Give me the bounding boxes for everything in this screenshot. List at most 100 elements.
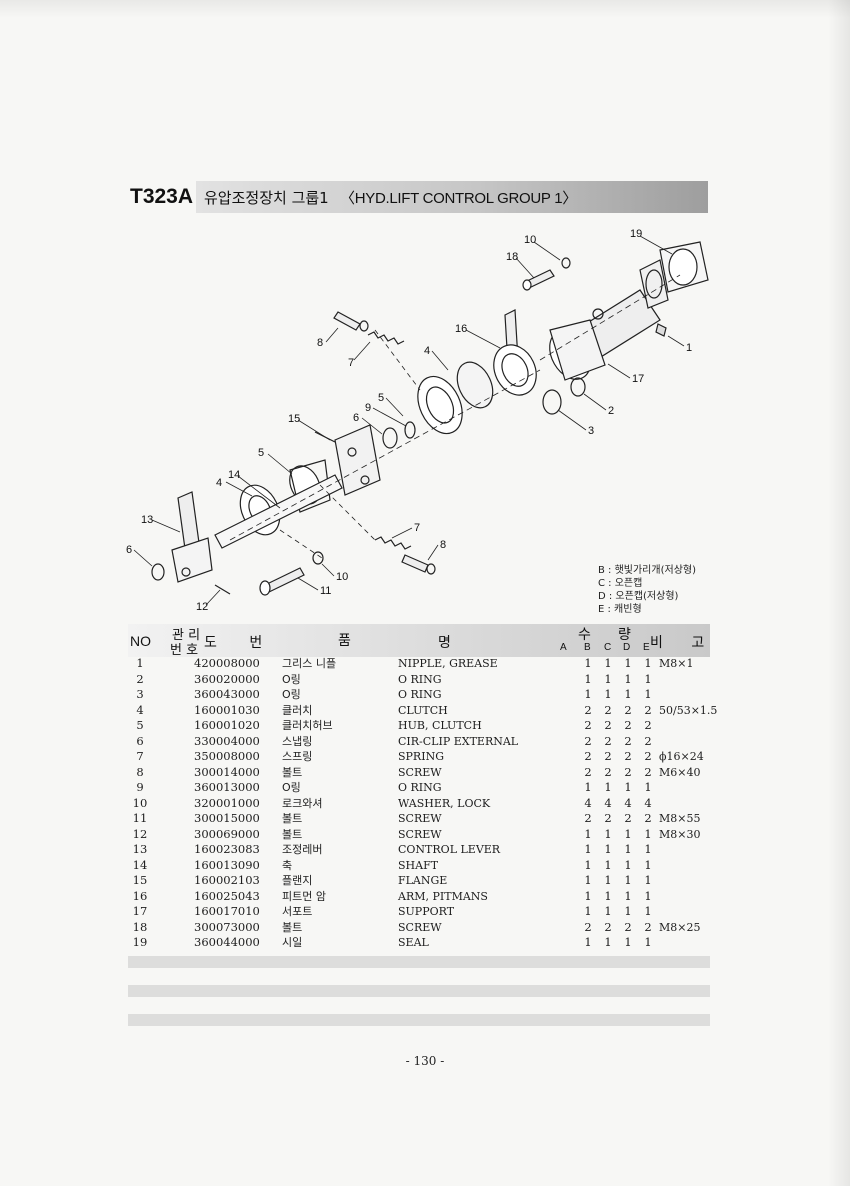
row-qty-d: 4 xyxy=(624,795,632,810)
callout-8-upper: 8 xyxy=(317,337,323,349)
header-qty-2: 량 xyxy=(618,627,631,643)
spring-part-7-lower xyxy=(374,536,412,550)
row-qty-b: 1 xyxy=(584,656,592,670)
screw-part-8-lower xyxy=(401,554,436,575)
row-no: 5 xyxy=(136,718,144,732)
clip-part-6-lower xyxy=(151,563,165,581)
row-qty-d: 1 xyxy=(624,888,632,903)
clip-part-6-upper xyxy=(382,427,398,449)
section-title-korean: 유압조정장치 그룹1 xyxy=(204,189,329,207)
row-name-english: ARM, PITMANS xyxy=(398,889,488,903)
row-name-english: SCREW xyxy=(398,827,442,841)
row-part-no: 330004000 xyxy=(194,733,260,748)
row-qty-b: 2 xyxy=(584,702,592,717)
header-col-e: E xyxy=(643,642,650,653)
row-qty-e: 2 xyxy=(644,733,652,748)
callout-19: 19 xyxy=(630,228,642,240)
row-qty-e: 1 xyxy=(644,935,652,949)
callout-3: 3 xyxy=(588,425,594,437)
row-qty-c: 1 xyxy=(604,888,612,903)
screw-part-11 xyxy=(259,567,305,596)
row-part-no: 160013090 xyxy=(194,857,260,872)
row-qty-d: 2 xyxy=(624,733,632,748)
row-qty-e: 4 xyxy=(644,795,652,810)
row-remark: 50/53×1.5 xyxy=(659,703,718,717)
row-qty-b: 1 xyxy=(584,826,592,841)
seal-part-19 xyxy=(639,241,709,309)
row-qty-d: 1 xyxy=(624,656,632,670)
callout-16: 16 xyxy=(455,323,467,335)
row-name-english: O RING xyxy=(398,781,442,794)
shade-band-2 xyxy=(128,985,710,997)
bolt-part-18 xyxy=(522,257,571,291)
title-band xyxy=(196,181,708,213)
header-mgmt-top: 관 리 xyxy=(172,628,201,643)
row-no: 18 xyxy=(132,919,148,934)
row-qty-c: 1 xyxy=(604,857,612,872)
row-qty-d: 1 xyxy=(624,687,632,701)
row-name-korean: 스냅링 xyxy=(282,734,313,748)
screw-part-8-upper xyxy=(333,311,369,332)
row-name-english: WASHER, LOCK xyxy=(398,796,491,810)
row-name-korean: 시일 xyxy=(282,936,303,949)
row-qty-e: 1 xyxy=(644,687,652,701)
row-name-korean: O링 xyxy=(282,688,301,701)
header-drawing-no: 도 번 xyxy=(204,635,277,651)
section-code: T323A xyxy=(130,185,194,208)
row-qty-c: 1 xyxy=(604,687,612,701)
callout-14: 14 xyxy=(228,469,240,481)
row-no: 4 xyxy=(136,702,144,717)
row-name-korean: 볼트 xyxy=(282,827,303,841)
row-qty-e: 1 xyxy=(644,842,652,856)
row-no: 1 xyxy=(136,656,144,670)
row-qty-e: 1 xyxy=(644,873,652,887)
header-col-d: D xyxy=(623,642,631,653)
header-no: NO xyxy=(130,633,151,649)
row-part-no: 350008000 xyxy=(194,749,260,763)
row-qty-d: 1 xyxy=(624,935,632,949)
row-qty-e: 1 xyxy=(644,671,652,686)
row-remark: M6×40 xyxy=(659,765,701,779)
row-no: 12 xyxy=(132,826,148,841)
support-part-17 xyxy=(549,289,661,381)
row-qty-b: 2 xyxy=(584,811,592,825)
row-no: 17 xyxy=(132,904,148,918)
clutch-part-4-upper xyxy=(417,361,494,435)
section-title-english: 〈HYD.LIFT CONTROL GROUP 1〉 xyxy=(340,190,577,207)
row-qty-b: 4 xyxy=(584,795,592,810)
row-name-korean: 피트먼 암 xyxy=(282,889,326,903)
row-name-english: CONTROL LEVER xyxy=(398,843,501,856)
row-name-korean: 그리스 니플 xyxy=(282,657,337,670)
callout-7-upper: 7 xyxy=(348,357,354,369)
row-no: 16 xyxy=(132,888,148,903)
row-qty-b: 2 xyxy=(584,733,592,748)
header-name-2: 명 xyxy=(438,635,451,651)
row-name-korean: 볼트 xyxy=(282,920,303,934)
row-qty-e: 1 xyxy=(644,780,652,794)
row-no: 2 xyxy=(136,671,144,686)
row-qty-d: 2 xyxy=(624,749,632,763)
legend-d: D : 오픈캡(저상형) xyxy=(598,591,679,602)
row-name-english: FLANGE xyxy=(398,874,448,887)
row-name-english: SCREW xyxy=(398,765,442,779)
row-qty-b: 2 xyxy=(584,749,592,763)
row-name-english: SCREW xyxy=(398,812,442,825)
callout-12: 12 xyxy=(196,601,208,613)
row-remark: M8×30 xyxy=(659,827,701,841)
row-qty-b: 2 xyxy=(584,764,592,779)
scan-shadow-right xyxy=(828,0,850,1186)
callout-2: 2 xyxy=(608,405,614,417)
row-name-korean: O링 xyxy=(282,672,301,686)
callout-9: 9 xyxy=(365,402,371,414)
row-no: 9 xyxy=(136,780,144,794)
row-name-english: SEAL xyxy=(398,936,429,949)
callout-18: 18 xyxy=(506,251,518,263)
row-qty-e: 2 xyxy=(644,702,652,717)
